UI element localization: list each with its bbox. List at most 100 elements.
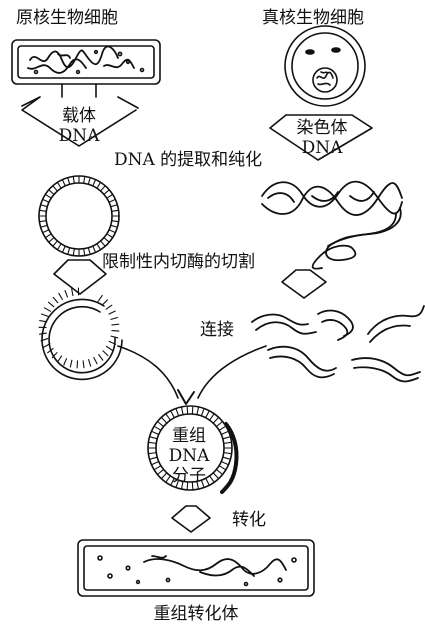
ring-hatch-tick	[43, 230, 49, 233]
ring-hatch-tick	[97, 182, 101, 188]
ring-hatch-tick	[219, 466, 226, 470]
ring-hatch-tick	[68, 248, 70, 255]
ring-hatch-tick	[106, 346, 112, 350]
ring-hatch-tick	[84, 176, 85, 183]
ring-hatch-tick	[57, 182, 61, 188]
dna-fragments	[252, 306, 424, 382]
chromosomal-dna-coil	[262, 182, 402, 269]
ring-hatch-tick	[49, 238, 54, 243]
ring-hatch-tick	[99, 355, 103, 361]
ring-hatch-tick	[210, 414, 215, 421]
ring-hatch-tick	[93, 180, 96, 186]
ring-hatch-tick	[171, 411, 175, 418]
ring-hatch-tick	[161, 417, 166, 423]
plasmid-ring	[39, 176, 119, 256]
ring-hatch-tick	[150, 457, 158, 459]
ring-hatch-tick	[59, 293, 63, 299]
ring-hatch-tick	[109, 199, 115, 202]
vector-dna-label: DNA	[59, 128, 100, 145]
ring-hatch-tick	[107, 234, 113, 238]
vector-label: 载体	[62, 108, 96, 125]
ligation-step-label: 连接	[200, 322, 234, 339]
ring-hatch-tick	[112, 221, 119, 222]
chromosome-label: 染色体	[297, 120, 348, 137]
ring-hatch-tick	[53, 186, 58, 191]
ring-hatch-tick	[104, 238, 109, 243]
ring-hatch-tick	[68, 178, 70, 185]
ring-hatch-tick	[49, 190, 54, 195]
ring-hatch-tick	[109, 230, 115, 233]
ring-hatch-tick	[213, 473, 218, 479]
ring-hatch-tick	[98, 295, 102, 301]
ring-hatch-tick	[206, 411, 210, 418]
ring-hatch-tick	[154, 466, 161, 470]
transformant-label: 重组转化体	[154, 606, 239, 623]
ring-hatch-tick	[150, 437, 158, 439]
ring-hatch-tick	[40, 321, 47, 322]
ring-hatch-tick	[223, 457, 231, 459]
ring-hatch-tick	[197, 407, 199, 415]
eukaryote-cell-label: 真核生物细胞	[262, 10, 364, 27]
ring-hatch-tick	[89, 360, 91, 367]
ring-hatch-tick	[216, 469, 222, 474]
ring-hatch-tick	[111, 225, 118, 227]
ring-hatch-tick	[223, 437, 231, 439]
transformation-step-label: 转化	[232, 512, 266, 529]
ring-hatch-tick	[62, 246, 65, 252]
ring-hatch-tick	[107, 194, 113, 198]
ring-hatch-tick	[84, 249, 85, 256]
ring-hatch-tick	[112, 324, 119, 325]
ring-hatch-tick	[106, 305, 112, 309]
ring-hatch-tick	[58, 356, 62, 362]
ring-hatch-tick	[157, 421, 163, 426]
transformant-cell	[78, 540, 314, 596]
prokaryote-cell-shape	[12, 40, 160, 84]
ring-hatch-tick	[44, 308, 50, 312]
ring-hatch-tick	[187, 406, 188, 414]
ring-hatch-tick	[201, 408, 204, 416]
ring-hatch-tick	[161, 473, 166, 479]
ring-hatch-tick	[157, 469, 163, 474]
ring-hatch-tick	[221, 431, 228, 434]
ring-hatch-tick	[88, 178, 90, 185]
ring-hatch-tick	[53, 241, 58, 246]
ring-hatch-tick	[101, 186, 106, 191]
ring-hatch-tick	[39, 221, 46, 222]
down-arrow-cut-right	[282, 270, 326, 298]
restriction-step-label: 限制性内切酶的切割	[102, 254, 255, 271]
ring-hatch-tick	[221, 462, 228, 465]
ring-hatch-tick	[83, 361, 84, 368]
ring-hatch-tick	[112, 331, 119, 332]
ring-hatch-tick	[73, 249, 74, 256]
ring-hatch-tick	[39, 210, 46, 211]
ring-hatch-tick	[104, 190, 109, 195]
transform-arrow	[172, 506, 210, 532]
chromosome-dna-label: DNA	[302, 140, 343, 157]
eukaryote-cell-shape	[285, 26, 365, 106]
ring-hatch-tick	[206, 478, 210, 485]
down-arrow-cut-left	[54, 260, 106, 294]
ring-hatch-tick	[219, 426, 226, 430]
cut-plasmid	[39, 288, 122, 379]
ring-hatch-tick	[210, 476, 215, 483]
ring-hatch-tick	[41, 225, 48, 227]
ring-hatch-tick	[102, 300, 107, 305]
ring-hatch-tick	[166, 476, 171, 483]
recombinant-label-line1: 重组	[172, 428, 206, 445]
ring-hatch-tick	[72, 289, 73, 296]
ring-hatch-tick	[70, 360, 72, 367]
ring-hatch-tick	[154, 426, 161, 430]
ring-hatch-tick	[48, 302, 53, 307]
ring-hatch-tick	[57, 244, 61, 250]
ring-hatch-tick	[109, 311, 115, 314]
ring-hatch-tick	[176, 408, 179, 416]
ring-hatch-tick	[166, 414, 171, 421]
ring-hatch-tick	[224, 442, 232, 443]
ligation-arrows	[118, 346, 266, 404]
ring-hatch-tick	[62, 180, 65, 186]
ring-hatch-tick	[192, 406, 193, 414]
extraction-step-label: DNA 的提取和纯化	[114, 152, 262, 169]
ring-hatch-tick	[93, 246, 96, 252]
